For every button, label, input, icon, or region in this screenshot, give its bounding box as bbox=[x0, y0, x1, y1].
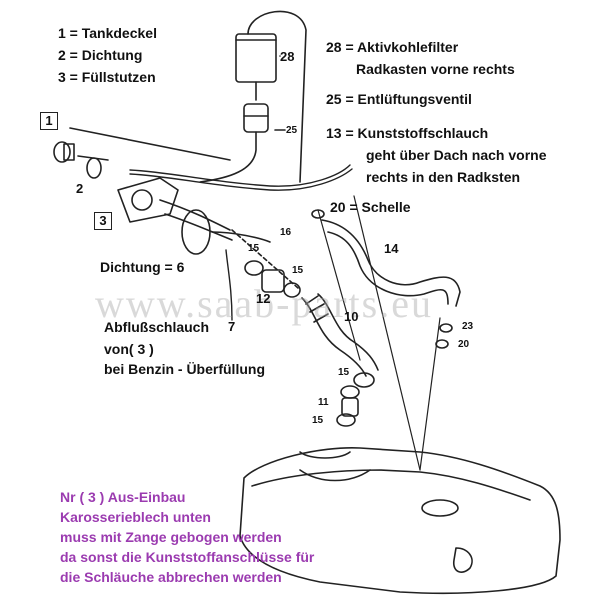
seal-ring-6-drawing bbox=[181, 209, 211, 255]
note-abfluss-line2: von( 3 ) bbox=[104, 341, 154, 357]
callout-23: 23 bbox=[462, 321, 474, 332]
callout-15-c: 15 bbox=[338, 367, 350, 378]
callout-box-1: 1 bbox=[40, 112, 58, 130]
note-abfluss-line1: Abflußschlauch bbox=[104, 319, 210, 335]
activated-carbon-filter-drawing bbox=[235, 10, 307, 183]
filler-neck-drawing bbox=[117, 177, 233, 241]
note-13-line1: 13 = Kunststoffschlauch bbox=[326, 125, 489, 141]
coupling-11-drawing bbox=[336, 385, 360, 427]
callout-25: 25 bbox=[286, 125, 298, 136]
seal-ring-drawing bbox=[86, 157, 102, 179]
note-13-line2: geht über Dach nach vorne bbox=[366, 147, 547, 163]
callout-10: 10 bbox=[344, 309, 359, 324]
callout-20: 20 bbox=[458, 339, 470, 350]
note-dichtung-6: Dichtung = 6 bbox=[100, 259, 185, 275]
note-20: 20 = Schelle bbox=[330, 199, 411, 215]
note-25: 25 = Entlüftungsventil bbox=[326, 91, 472, 107]
legend-dichtung: 2 = Dichtung bbox=[58, 47, 143, 63]
callout-15-d: 15 bbox=[312, 415, 324, 426]
callout-15-b: 15 bbox=[292, 265, 304, 276]
watermark-text: www.saab-parts.eu bbox=[95, 281, 433, 326]
coupling-12-drawing bbox=[244, 260, 301, 298]
vent-hose-14-drawing bbox=[321, 219, 461, 307]
callout-12: 12 bbox=[256, 291, 271, 306]
callout-14: 14 bbox=[384, 241, 399, 256]
callout-box-3: 3 bbox=[94, 212, 112, 230]
legend-fuellstutzen: 3 = Füllstutzen bbox=[58, 69, 156, 85]
callout-2: 2 bbox=[76, 181, 84, 196]
note-28-line2: Radkasten vorne rechts bbox=[356, 61, 515, 77]
callout-15-a: 15 bbox=[248, 243, 260, 254]
bottom-note-line1: Nr ( 3 ) Aus-Einbau bbox=[60, 489, 186, 505]
callout-16: 16 bbox=[280, 227, 292, 238]
clamp-20-drawing bbox=[311, 209, 325, 219]
note-13-line3: rechts in den Radksten bbox=[366, 169, 521, 185]
fuel-tank-drawing bbox=[239, 447, 561, 594]
bottom-note-line2: Karosserieblech unten bbox=[60, 509, 211, 525]
bottom-note-line4: da sonst die Kunststoffanschlüsse für bbox=[60, 549, 315, 565]
bottom-note-line5: die Schläuche abbrechen werden bbox=[60, 569, 282, 585]
filler-hose-10-drawing bbox=[301, 293, 379, 377]
vent-valve-drawing bbox=[199, 103, 269, 183]
callout-11: 11 bbox=[318, 397, 329, 408]
callout-7: 7 bbox=[228, 319, 236, 334]
note-28-line1: 28 = Aktivkohlefilter bbox=[326, 39, 459, 55]
note-abfluss-line3: bei Benzin - Überfüllung bbox=[104, 361, 265, 377]
callout-28: 28 bbox=[280, 49, 295, 64]
legend-tankdeckel: 1 = Tankdeckel bbox=[58, 25, 157, 41]
bottom-note-line3: muss mit Zange gebogen werden bbox=[60, 529, 282, 545]
tank-cap-drawing bbox=[53, 141, 75, 163]
